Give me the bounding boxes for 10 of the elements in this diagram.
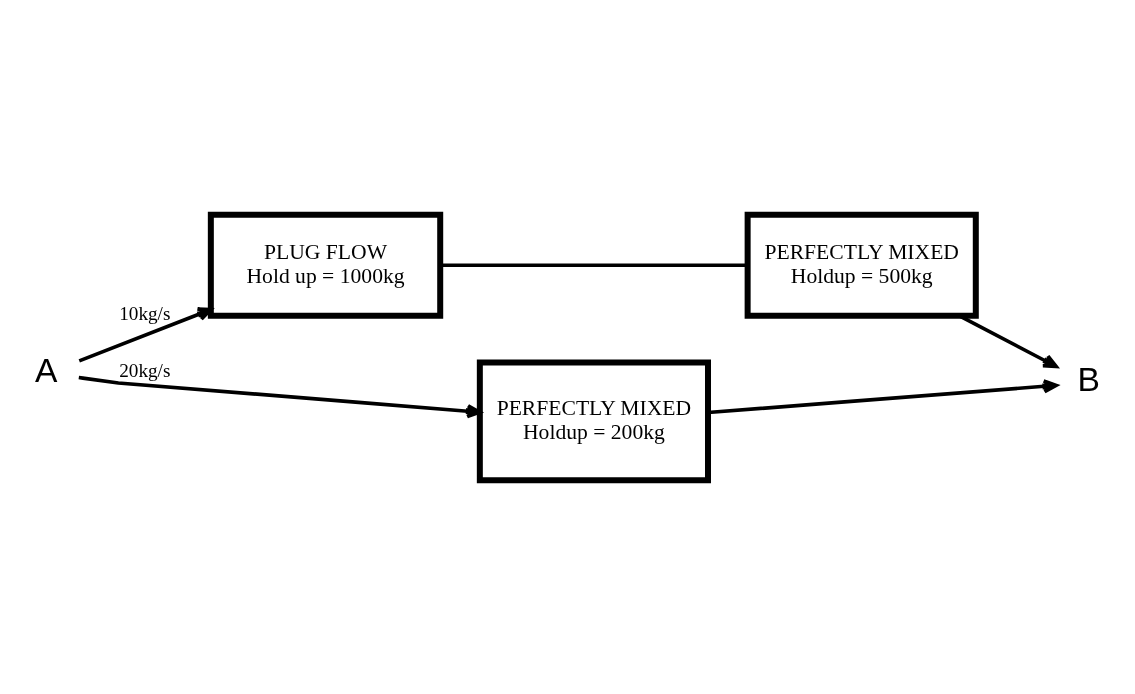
node-box: PLUG FLOW Hold up = 1000kg [207, 211, 444, 319]
arrow [78, 306, 213, 363]
node-text: B [1077, 360, 1100, 398]
edge-label: 10kg/s [119, 302, 171, 324]
node-box: PERFECTLY MIXED Holdup = 200kg [476, 359, 711, 483]
node-text: A [35, 351, 58, 389]
node-box: PERFECTLY MIXED Holdup = 500kg [744, 211, 979, 319]
edge-label: 20kg/s [119, 359, 171, 381]
arrow [78, 375, 482, 418]
connector [440, 262, 748, 267]
